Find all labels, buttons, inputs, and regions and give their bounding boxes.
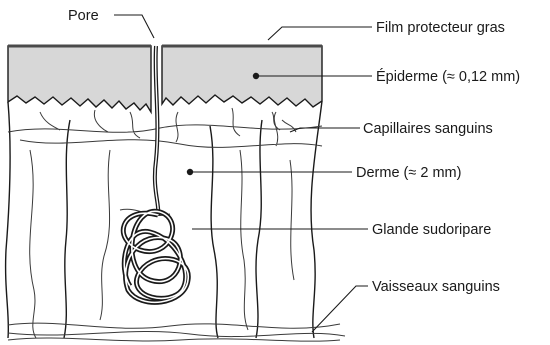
label-capillaries: Capillaires sanguins <box>363 121 493 137</box>
label-gland: Glande sudoripare <box>372 222 491 238</box>
label-vessels: Vaisseaux sanguins <box>372 279 500 295</box>
leader-pore <box>114 15 154 38</box>
leader-vessels <box>312 286 368 332</box>
sweat-gland-coil <box>123 211 188 302</box>
dermis-column-1 <box>64 120 70 338</box>
epidermis-left <box>8 46 151 112</box>
label-epidermis: Épiderme (≈ 0,12 mm) <box>376 68 520 85</box>
dermis-right-wall <box>311 101 322 338</box>
leader-film <box>268 27 372 40</box>
capillary-network <box>8 108 322 147</box>
leader-dermis-dot <box>187 169 193 175</box>
bottom-blood-vessels <box>8 323 345 341</box>
dermis-left-wall <box>6 102 11 338</box>
label-film: Film protecteur gras <box>376 20 505 36</box>
label-dermis: Derme (≈ 2 mm) <box>356 165 461 181</box>
label-pore: Pore <box>68 8 99 24</box>
leader-epidermis-dot <box>253 73 259 79</box>
dermis-vessels <box>30 150 294 338</box>
dermis-column-2 <box>210 126 218 338</box>
